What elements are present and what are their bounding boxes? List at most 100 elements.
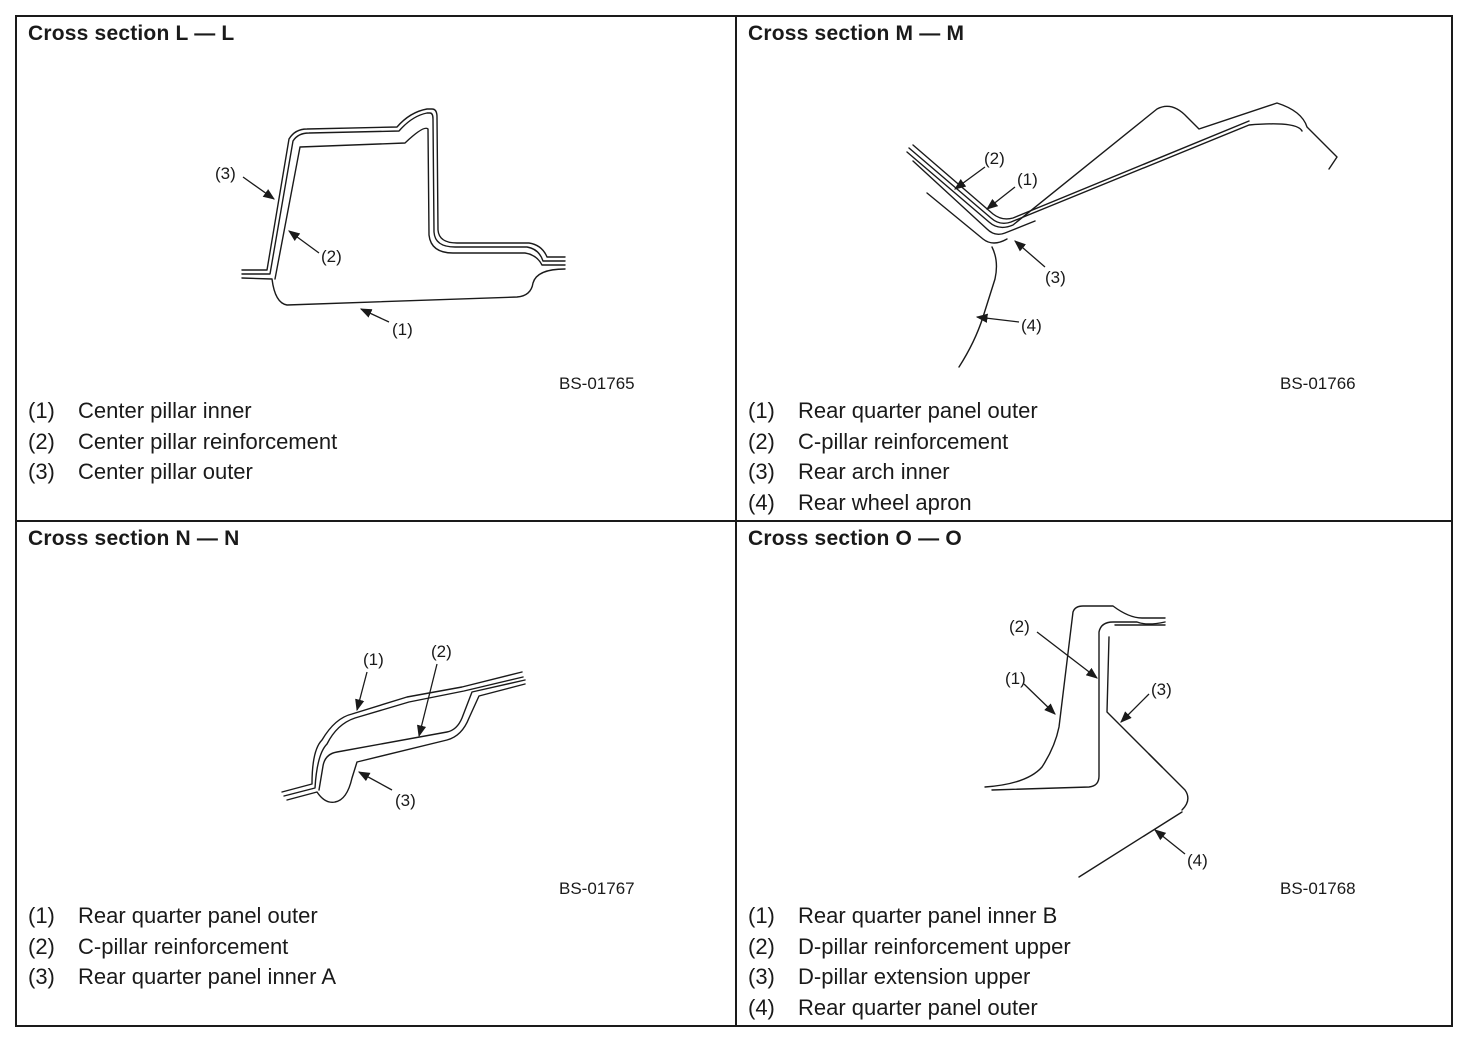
leader-3: [1120, 693, 1150, 723]
leader-3: [242, 176, 275, 200]
legend-text: Rear quarter panel outer: [78, 903, 318, 928]
rear-quarter-panel-outer-shape: [906, 102, 1338, 229]
panel-cross-section-n: Cross section N — N (1) (2) (3) BS-01767…: [17, 522, 735, 1026]
center-pillar-reinforcement-shape: [274, 127, 566, 280]
legend-text: Center pillar reinforcement: [78, 428, 338, 454]
figure-code: BS-01766: [1280, 374, 1356, 393]
legend-text: C-pillar reinforcement: [78, 933, 289, 959]
legend-item: (2) Center pillar reinforcement: [28, 427, 337, 458]
leader-2: [954, 166, 986, 190]
legend-item: (3) Center pillar outer: [28, 457, 337, 488]
panel-cross-section-o: Cross section O — O (1) (2) (3) (4) BS-0…: [737, 522, 1455, 1026]
legend-number: (2): [28, 933, 55, 959]
legend-item: (1) Rear quarter panel outer: [28, 901, 336, 932]
legend-text: Rear quarter panel inner A: [78, 964, 337, 990]
cross-section-n-drawing: (1) (2) (3): [281, 642, 526, 810]
legend: (1) Center pillar inner (2) Center pillar …: [28, 396, 337, 488]
leader-4: [975, 313, 1020, 323]
d-pillar-extension-upper-shape: [1106, 636, 1189, 811]
panel-title: Cross section M — M: [748, 22, 965, 45]
callout-2: (2): [1009, 617, 1030, 636]
center-pillar-inner-shape: [241, 268, 566, 306]
callout-3: (3): [1045, 268, 1066, 287]
legend-number: (3): [28, 459, 55, 485]
legend-text: C-pillar reinforcement: [798, 428, 1009, 454]
leader-1: [986, 186, 1016, 210]
callout-2: (2): [984, 149, 1005, 168]
legend-item: (4) Rear wheel apron: [748, 488, 1038, 519]
legend-item: (3) D-pillar extension upper: [748, 962, 1071, 993]
rear-quarter-panel-inner-b-shape: [984, 605, 1166, 788]
legend-item: (1) Rear quarter panel outer: [748, 396, 1038, 427]
legend-text: Rear wheel apron: [798, 489, 972, 515]
legend: (1) Rear quarter panel outer (2) C-pillar …: [28, 901, 336, 993]
d-pillar-reinforcement-upper-shape: [991, 621, 1166, 791]
legend-number: (2): [748, 428, 775, 454]
legend-item: (2) C-pillar reinforcement: [28, 932, 336, 963]
cross-section-o-drawing: (1) (2) (3) (4): [984, 605, 1208, 878]
cross-section-m-drawing: (2) (1) (3) (4): [906, 102, 1338, 368]
callout-2: (2): [321, 247, 342, 266]
callout-1: (1): [363, 650, 384, 669]
leader-3: [357, 771, 393, 791]
callout-3: (3): [1151, 680, 1172, 699]
legend-number: (1): [28, 398, 55, 423]
panel-title: Cross section N — N: [28, 527, 240, 550]
legend-item: (1) Rear quarter panel inner B: [748, 901, 1071, 932]
legend-item: (2) D-pillar reinforcement upper: [748, 932, 1071, 963]
center-pillar-outer-shape: [241, 108, 566, 271]
legend-text: Center pillar outer: [78, 459, 253, 485]
legend-number: (1): [748, 903, 775, 928]
legend-text: Rear quarter panel outer: [798, 398, 1038, 423]
callout-4: (4): [1187, 851, 1208, 870]
legend-item: (4) Rear quarter panel outer: [748, 993, 1071, 1024]
leader-3: [1014, 240, 1046, 268]
legend-number: (3): [28, 964, 55, 990]
legend: (1) Rear quarter panel outer (2) C-pillar …: [748, 396, 1038, 518]
figure-code: BS-01768: [1280, 879, 1356, 898]
leader-1: [1023, 683, 1056, 715]
legend-number: (3): [748, 964, 775, 990]
legend-text: Rear quarter panel outer: [798, 994, 1038, 1020]
legend-number: (3): [748, 459, 775, 485]
leader-1: [355, 671, 368, 712]
legend-item: (3) Rear arch inner: [748, 457, 1038, 488]
cross-section-l-drawing: (3) (2) (1): [215, 108, 566, 339]
legend-item: (2) C-pillar reinforcement: [748, 427, 1038, 458]
legend-text: D-pillar extension upper: [798, 964, 1031, 990]
leader-4: [1154, 829, 1186, 855]
horizontal-divider: [15, 520, 1453, 522]
callout-3: (3): [215, 164, 236, 183]
legend-text: Rear arch inner: [798, 459, 950, 485]
rear-quarter-panel-inner-a-shape: [286, 683, 526, 803]
legend-number: (2): [28, 428, 55, 454]
legend-number: (1): [28, 903, 55, 928]
leader-2: [417, 663, 438, 738]
callout-3: (3): [395, 791, 416, 810]
legend-text: Center pillar inner: [78, 398, 252, 423]
rear-arch-inner-shape: [926, 192, 1008, 244]
figure-code: BS-01765: [559, 374, 635, 393]
callout-2: (2): [431, 642, 452, 661]
legend-number: (4): [748, 489, 775, 515]
leader-2: [288, 230, 320, 254]
leader-1: [359, 308, 390, 323]
legend: (1) Rear quarter panel inner B (2) D-pilla…: [748, 901, 1071, 1023]
c-pillar-reinforcement-shape: [318, 679, 526, 791]
panel-cross-section-m: Cross section M — M (2) (1) (3) (4) BS-0…: [737, 17, 1455, 521]
callout-1: (1): [1005, 669, 1026, 688]
rear-quarter-panel-outer-shape: [281, 671, 523, 793]
legend-text: Rear quarter panel inner B: [798, 903, 1058, 928]
rear-wheel-apron-shape: [958, 246, 998, 368]
leader-2: [1036, 631, 1098, 679]
panel-cross-section-l: Cross section L — L (3) (2) (1) BS-01765…: [17, 17, 735, 521]
panel-title: Cross section L — L: [28, 22, 235, 45]
rear-quarter-panel-outer-shape: [1078, 811, 1183, 878]
legend-item: (1) Center pillar inner: [28, 396, 337, 427]
legend-number: (4): [748, 994, 775, 1020]
c-pillar-reinforcement-shape: [912, 160, 1036, 236]
legend-number: (2): [748, 933, 775, 959]
legend-text: D-pillar reinforcement upper: [798, 933, 1071, 959]
legend-number: (1): [748, 398, 775, 423]
legend-item: (3) Rear quarter panel inner A: [28, 962, 336, 993]
